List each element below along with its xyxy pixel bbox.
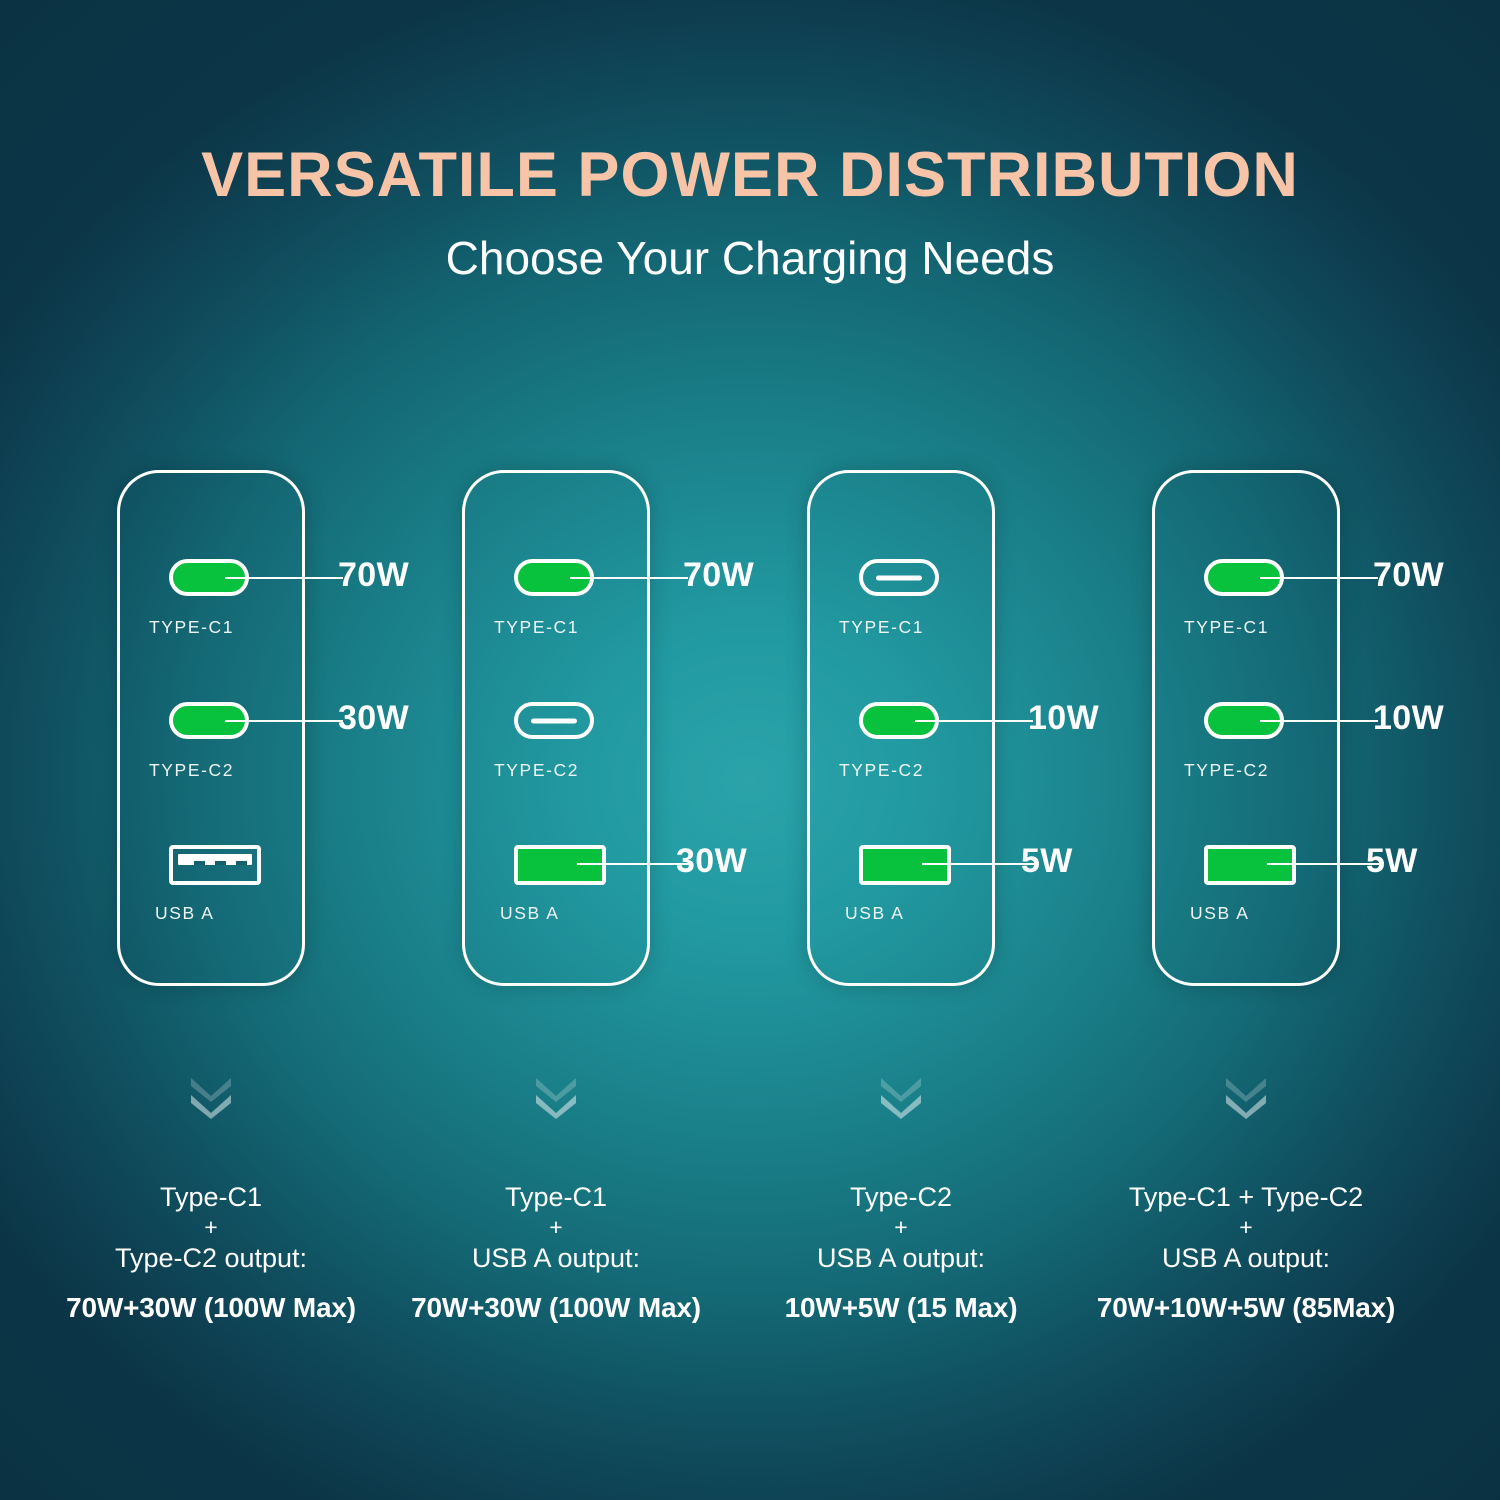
leader-line	[577, 863, 689, 865]
caption-output-value: 70W+30W (100W Max)	[411, 1291, 701, 1323]
leader-line	[225, 577, 343, 579]
leader-line	[922, 863, 1034, 865]
caption-line-2: USB A output:	[1161, 1242, 1331, 1273]
type-c-inner-bar-icon	[531, 718, 577, 723]
caption-plus-sign: +	[1239, 1214, 1253, 1241]
usb-a-port-icon	[514, 845, 606, 885]
port-label: USB A	[1190, 903, 1250, 923]
type-c-port-icon	[859, 559, 939, 596]
port-graphic-wrapper	[859, 559, 945, 596]
port-label: TYPE-C2	[839, 760, 925, 780]
leader-line	[1267, 863, 1379, 865]
caption-line-1: Type-C1	[504, 1182, 608, 1212]
port-label: TYPE-C2	[494, 760, 580, 780]
caption-line-1: Type-C1 + Type-C2	[1128, 1182, 1364, 1212]
charging-option-column: TYPE-C1 70W TYPE-C2 30W USB A Type-C1+Type-C2…	[66, 470, 409, 1323]
wattage-label: 30W	[676, 842, 748, 880]
wattage-label: 70W	[338, 556, 410, 594]
wattage-label: 5W	[1366, 842, 1418, 880]
usb-tongue-notch	[215, 861, 226, 865]
leader-line	[1260, 720, 1378, 722]
wattage-label: 70W	[1373, 556, 1445, 594]
option-caption: Type-C1+Type-C2 output: 70W+30W (100W Max…	[31, 1180, 391, 1324]
wattage-label: 30W	[338, 699, 410, 737]
leader-line	[1260, 577, 1378, 579]
chevron-down-icon	[462, 1076, 650, 1119]
wattage-label: 10W	[1373, 699, 1445, 737]
port-graphic-wrapper	[859, 845, 951, 885]
usb-a-port-icon	[169, 845, 261, 885]
usb-tongue-notch	[194, 861, 205, 865]
caption-plus-sign: +	[204, 1214, 218, 1241]
port-label: TYPE-C1	[1184, 617, 1270, 637]
caption-line-2: USB A output:	[816, 1242, 986, 1273]
usb-tongue-icon	[178, 854, 252, 865]
option-caption: Type-C2+USB A output: 10W+5W (15 Max)	[721, 1180, 1081, 1324]
page-title: VERSATILE POWER DISTRIBUTION	[201, 140, 1299, 210]
caption-line-1: Type-C1	[159, 1182, 263, 1212]
chevron-down-icon	[1152, 1076, 1340, 1119]
port-label: USB A	[155, 903, 215, 923]
port-label: TYPE-C1	[149, 617, 235, 637]
charging-option-column: TYPE-C1 70W TYPE-C2 10W USB A 5W Type-C1 + Typ…	[1097, 470, 1444, 1323]
chevron-down-icon	[117, 1076, 305, 1119]
port-label: USB A	[845, 903, 905, 923]
caption-output-value: 70W+10W+5W (85Max)	[1096, 1291, 1396, 1323]
caption-line-2: Type-C2 output:	[114, 1242, 308, 1273]
header: VERSATILE POWER DISTRIBUTION Choose Your…	[0, 0, 1500, 283]
port-graphic-wrapper	[1204, 845, 1296, 885]
caption-line-1: Type-C2	[849, 1182, 953, 1212]
charger-body: TYPE-C1 70W TYPE-C2 10W USB A 5W	[1152, 470, 1444, 986]
leader-line	[225, 720, 343, 722]
option-caption: Type-C1+USB A output: 70W+30W (100W Max)	[376, 1180, 736, 1324]
caption-plus-sign: +	[549, 1214, 563, 1241]
usb-a-port-icon	[859, 845, 951, 885]
usb-a-port-icon	[1204, 845, 1296, 885]
option-caption: Type-C1 + Type-C2+USB A output: 70W+10W+5…	[1066, 1180, 1426, 1324]
port-label: TYPE-C2	[149, 760, 235, 780]
port-label: TYPE-C1	[494, 617, 580, 637]
port-label: TYPE-C1	[839, 617, 925, 637]
port-graphic-wrapper	[514, 702, 600, 739]
caption-line-2: USB A output:	[471, 1242, 641, 1273]
caption-output-value: 70W+30W (100W Max)	[66, 1291, 356, 1323]
page-subtitle: Choose Your Charging Needs	[445, 231, 1055, 284]
port-graphic-wrapper	[514, 845, 606, 885]
type-c-port-icon	[514, 702, 594, 739]
chevron-down-icon	[807, 1076, 995, 1119]
charger-body: TYPE-C1 70W TYPE-C2 30W USB A	[117, 470, 409, 986]
port-graphic-wrapper	[169, 845, 261, 885]
type-c-inner-bar-icon	[876, 575, 922, 580]
wattage-label: 5W	[1021, 842, 1073, 880]
caption-plus-sign: +	[894, 1214, 908, 1241]
usb-tongue-notch	[236, 861, 247, 865]
wattage-label: 10W	[1028, 699, 1100, 737]
leader-line	[570, 577, 688, 579]
port-label: USB A	[500, 903, 560, 923]
caption-output-value: 10W+5W (15 Max)	[784, 1291, 1018, 1323]
port-label: TYPE-C2	[1184, 760, 1270, 780]
wattage-label: 70W	[683, 556, 755, 594]
leader-line	[915, 720, 1033, 722]
